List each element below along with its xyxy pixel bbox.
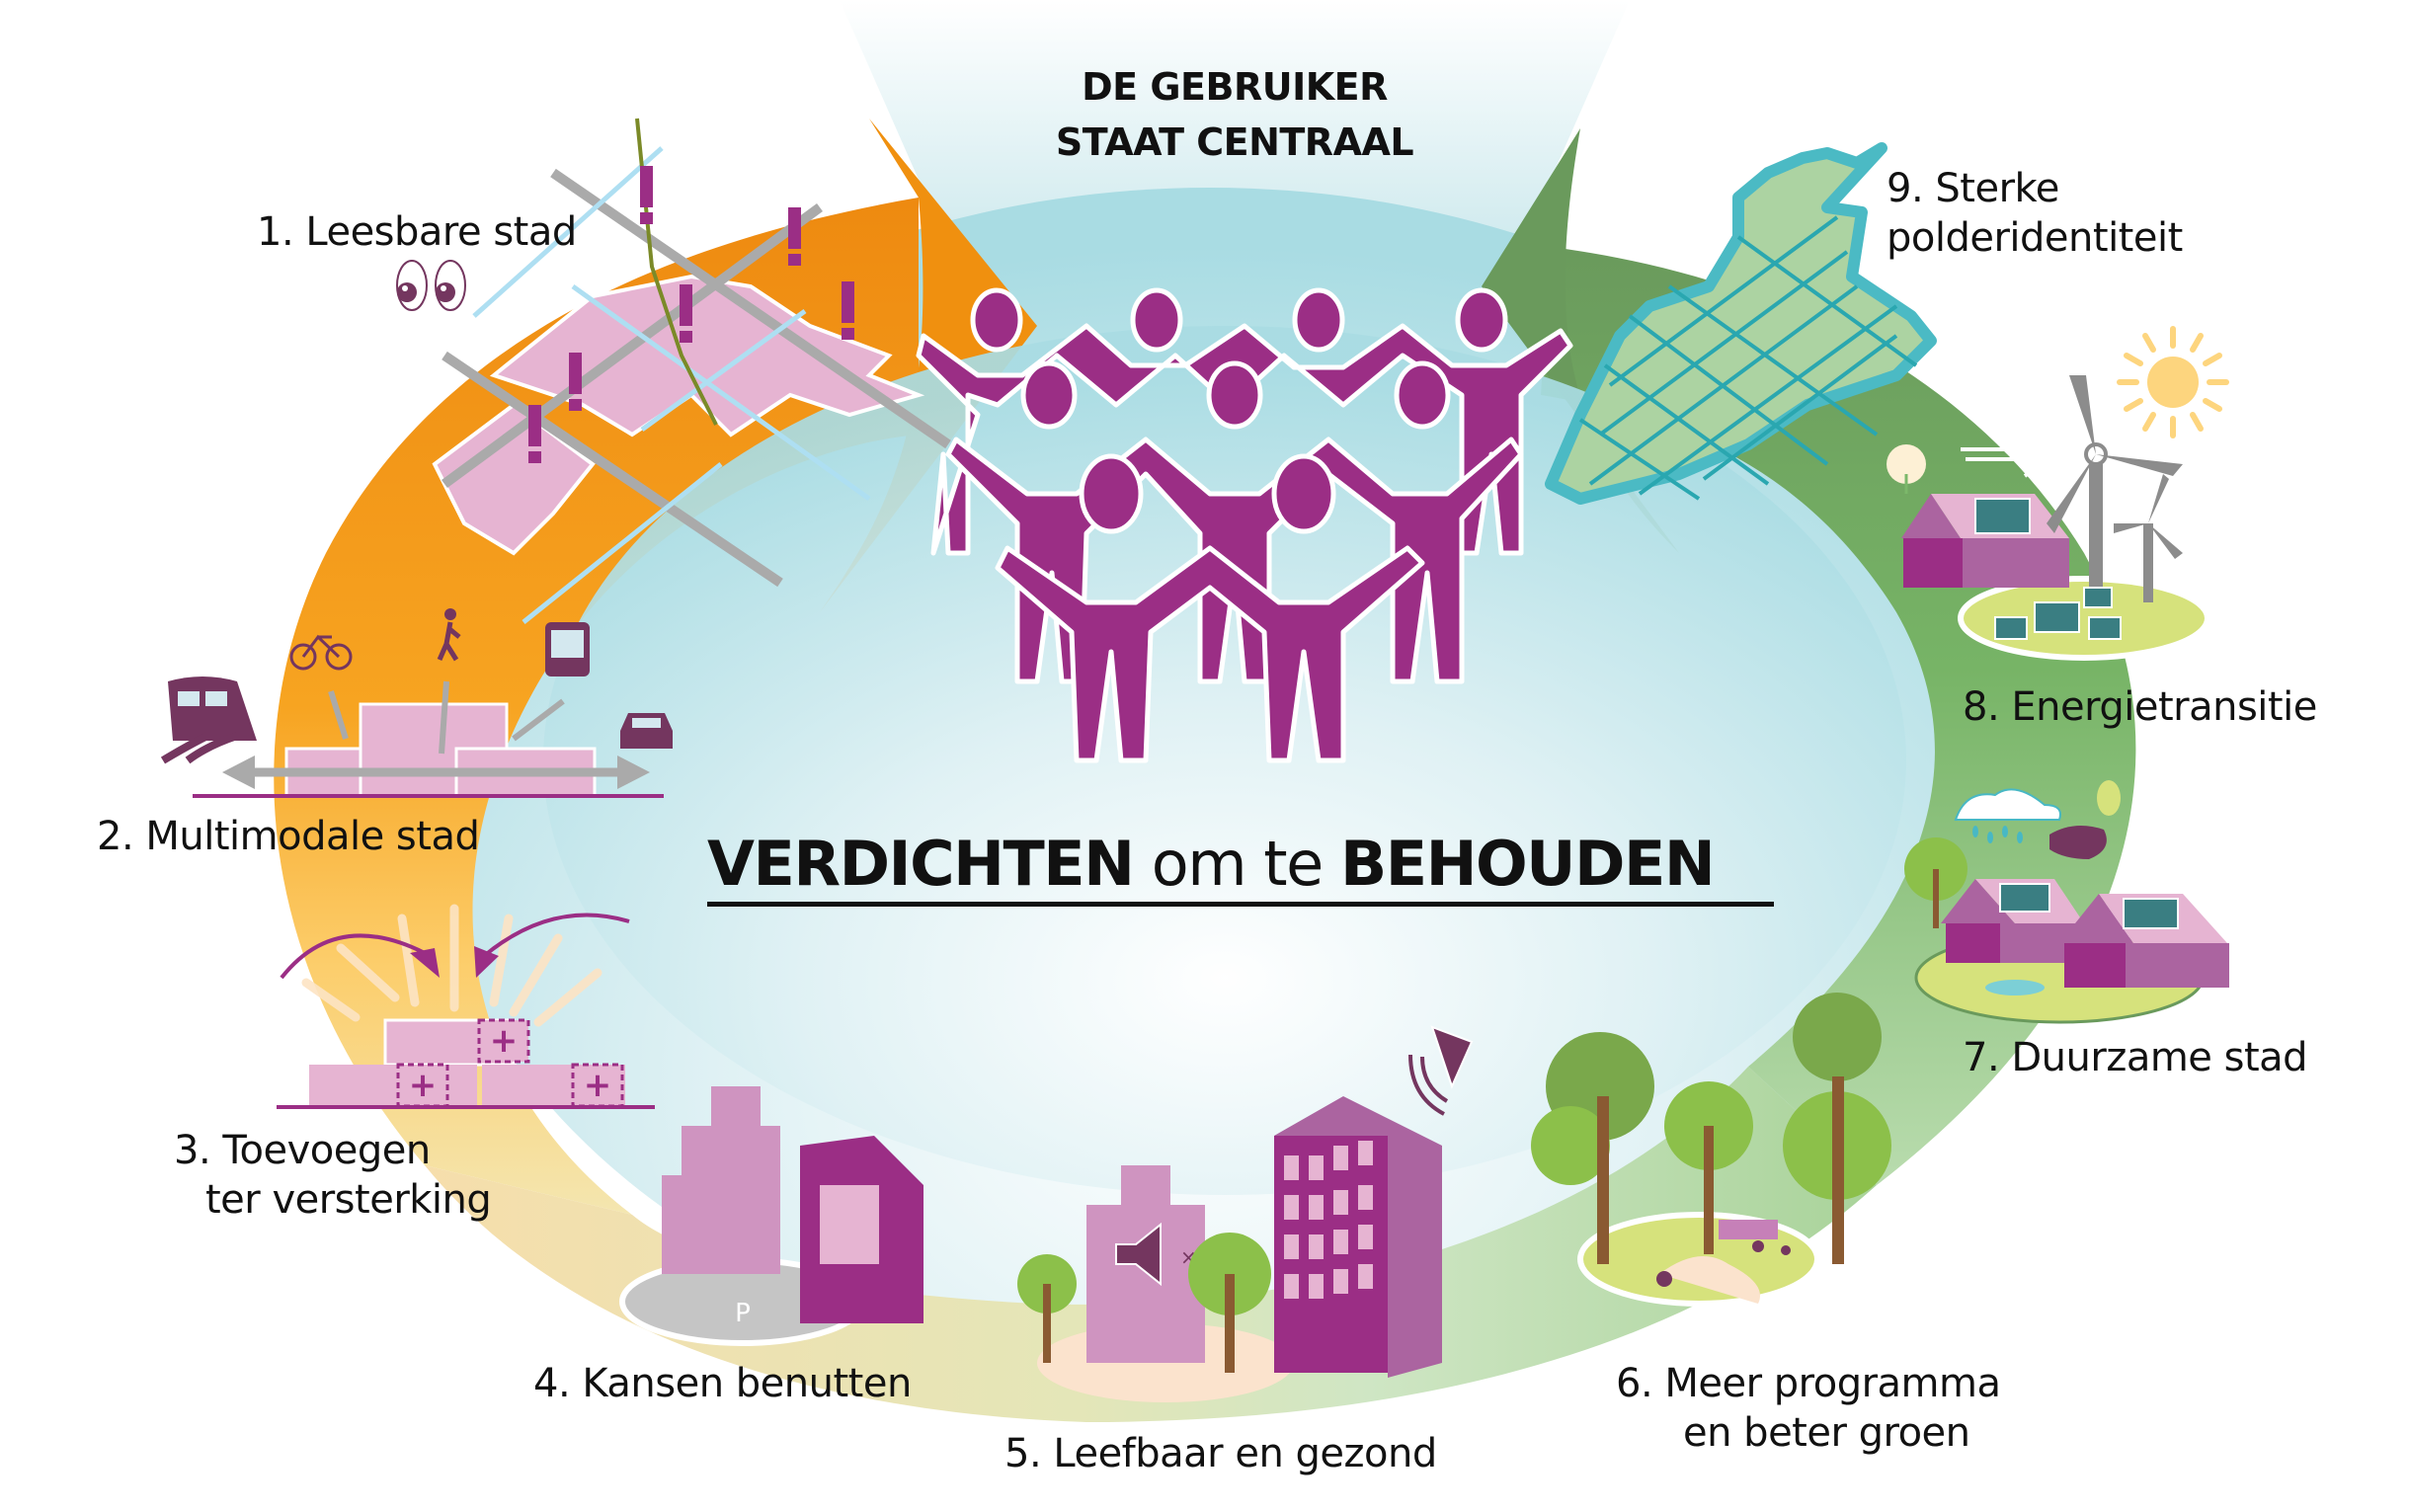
sun-icon [2117, 326, 2229, 438]
step-8-text: 8. Energietransitie [1963, 684, 2317, 730]
buildings-parking-icon: P [619, 1086, 923, 1346]
step-3-label: 3. Toevoegen ter versterking [174, 1126, 492, 1225]
step-8-label: 8. Energietransitie [1963, 682, 2317, 732]
quiet-buildings-trees-icon: × [1017, 1025, 1474, 1402]
polder-map-icon [1545, 142, 1937, 505]
house-solar-wind-icon [1887, 326, 2229, 661]
header-line-2: STAAT CENTRAAL [1055, 120, 1414, 164]
step-9-text-line-2: polderidentiteit [1887, 215, 2183, 261]
step-1-text: 1. Leesbare stad [257, 209, 577, 255]
step-5-label: 5. Leefbaar en gezond [1004, 1429, 1437, 1478]
header-line-1: DE GEBRUIKER [1082, 65, 1388, 109]
green-arrow-head [1482, 128, 1679, 553]
sustainable-houses-icon [1904, 780, 2229, 1024]
title-behouden: BEHOUDEN [1339, 828, 1716, 900]
step-2-label: 2. Multimodale stad [97, 812, 480, 861]
step-4-label: 4. Kansen benutten [533, 1359, 912, 1408]
svg-text:+: + [584, 1066, 612, 1105]
step-4-text: 4. Kansen benutten [533, 1361, 912, 1406]
step-3-text-line-2: ter versterking [205, 1177, 492, 1223]
people-group-icon [916, 287, 1573, 763]
svg-text:+: + [409, 1066, 438, 1105]
park-trees-icon [1531, 993, 1891, 1307]
step-6-text-line-2: en beter groen [1683, 1410, 1970, 1456]
step-7-text: 7. Duurzame stad [1963, 1035, 2308, 1080]
step-2-text: 2. Multimodale stad [97, 814, 480, 859]
title-connector: om te [1133, 828, 1340, 900]
svg-text:+: + [490, 1021, 519, 1061]
city-map-icon [396, 118, 951, 624]
top-light-funnel [840, 0, 1630, 247]
title-underline [707, 902, 1774, 907]
main-title: VERDICHTEN om te BEHOUDEN [707, 828, 1794, 900]
step-7-label: 7. Duurzame stad [1963, 1033, 2308, 1082]
add-buildings-icon: + + + [277, 904, 655, 1109]
step-6-label: 6. Meer programma en beter groen [1616, 1359, 2001, 1458]
step-3-text-line-1: 3. Toevoegen [174, 1128, 431, 1173]
step-9-label: 9. Sterke polderidentiteit [1887, 164, 2183, 263]
svg-text:P: P [735, 1299, 751, 1328]
step-9-text-line-1: 9. Sterke [1887, 166, 2059, 211]
header-title: DE GEBRUIKER STAAT CENTRAAL [988, 59, 1482, 170]
step-6-text-line-1: 6. Meer programma [1616, 1361, 2001, 1406]
title-verdichten: VERDICHTEN [707, 828, 1135, 900]
step-1-label: 1. Leesbare stad [257, 207, 577, 257]
transport-modes-icon [160, 608, 673, 798]
step-5-text: 5. Leefbaar en gezond [1004, 1431, 1437, 1476]
